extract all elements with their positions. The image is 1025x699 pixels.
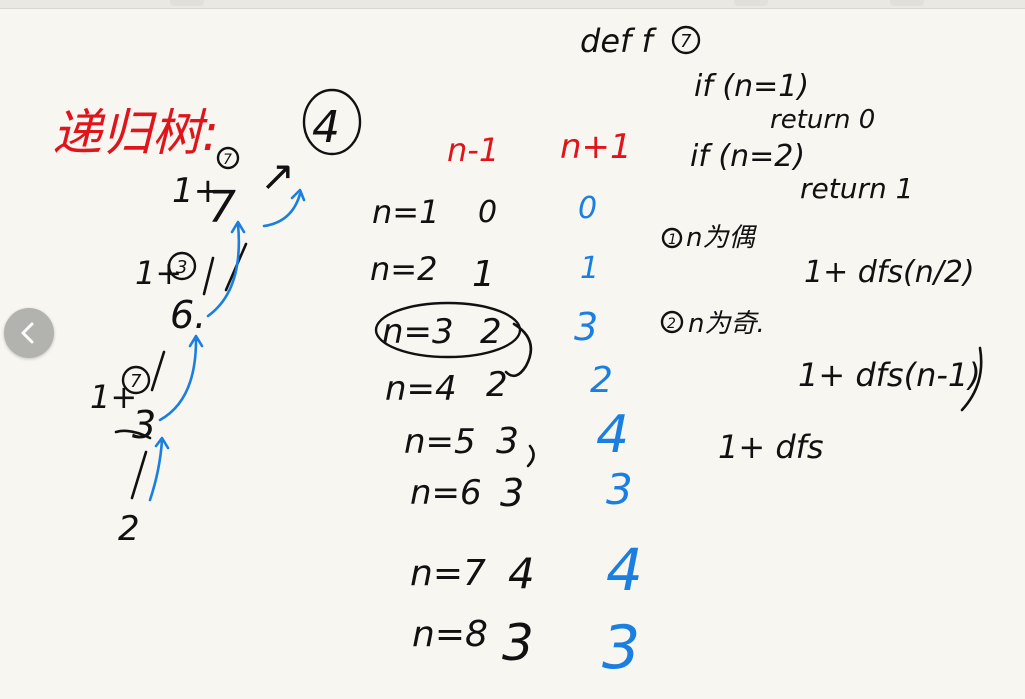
tree-underline [114, 429, 152, 440]
row-left-value: 0 [478, 195, 497, 230]
return-arrow [206, 220, 246, 318]
dfs-notes: def f 7 if (n=1) return 0 if (n=2) retur… [580, 22, 983, 466]
row-highlight-circle [374, 301, 522, 359]
node-value: 7 [208, 182, 236, 233]
row-left-value: 1 [472, 254, 495, 295]
code-line: if (n=2) [690, 139, 805, 174]
table-header-left: n-1 [447, 131, 499, 169]
row-right-value: 3 [606, 465, 633, 514]
recursion-tree: 递归树: 4 ↗ 1+ 7 7 1+ 3 6. 1+ 7 3 2 [52, 88, 362, 549]
code-line: return 1 [800, 172, 913, 205]
row-right-value: 1 [580, 251, 599, 286]
tree-title: 递归树: [52, 104, 219, 162]
def-circled-value: 7 [680, 31, 692, 52]
root-arrow: ↗ [260, 151, 295, 200]
code-line: 1+ dfs [718, 428, 824, 466]
node-circled-badge [167, 251, 197, 281]
table-header-right: n+1 [560, 127, 632, 167]
node-circled-value: 7 [130, 371, 142, 392]
row-left-value: 3 [500, 471, 524, 515]
row-n-label: n=4 [385, 369, 457, 409]
row-right-value: 0 [578, 191, 597, 226]
paren-stroke [960, 346, 983, 412]
toolbar-handle [890, 0, 924, 6]
node-value: 6. [170, 293, 206, 337]
def-line: def f [580, 22, 657, 60]
tree-edge [150, 350, 166, 392]
node-value: 2 [118, 509, 140, 549]
row-right-value: 4 [606, 536, 643, 604]
root-value: 4 [312, 102, 340, 153]
row-n-label: n=7 [410, 553, 486, 594]
row-n-label: n=3 [382, 312, 454, 352]
row-n-label: n=1 [372, 193, 439, 231]
row-link-stroke [504, 322, 533, 378]
row-link-stroke [526, 444, 535, 468]
row-left-value: 2 [486, 365, 508, 405]
bullet-number: 2 [667, 316, 676, 332]
row-right-value: 3 [602, 613, 640, 683]
bullet-number: 1 [668, 232, 677, 248]
node-op: 1+ [172, 171, 222, 211]
row-left-value: 4 [508, 549, 535, 598]
row-left-value: 3 [496, 421, 519, 462]
code-line: if (n=1) [694, 69, 809, 104]
row-n-label: n=6 [410, 473, 482, 513]
bullet-circle [660, 310, 684, 334]
return-arrow [148, 436, 170, 502]
row-left-value: 2 [480, 312, 502, 352]
code-line: return 0 [770, 105, 875, 135]
code-line: n为偶 [686, 223, 757, 253]
chevron-left-icon [21, 322, 34, 344]
node-circled-badge [121, 365, 151, 395]
return-arrow [158, 334, 204, 422]
row-right-value: 2 [590, 360, 613, 401]
root-circle [302, 88, 362, 156]
code-line: 1+ dfs(n-1) [798, 356, 981, 394]
row-n-label: n=2 [370, 250, 437, 288]
row-right-value: 4 [596, 405, 629, 465]
row-n-label: n=8 [412, 614, 488, 655]
node-op: 1+ [135, 254, 182, 292]
tree-edge [130, 450, 148, 500]
row-n-label: n=5 [404, 422, 476, 462]
row-left-value: 3 [502, 614, 534, 672]
code-line: 1+ dfs(n/2) [804, 255, 975, 290]
back-button[interactable] [4, 308, 54, 358]
toolbar-handle [170, 0, 204, 6]
bullet-circle [661, 227, 683, 249]
code-line: n为奇. [688, 309, 765, 339]
node-circled-badge [216, 146, 240, 170]
def-circled-badge [671, 25, 701, 55]
value-table: n-1 n+1 n=1 0 0 n=2 1 1 n=3 2 3 n=4 2 2 … [370, 127, 643, 683]
node-circled-value: 7 [223, 152, 232, 168]
toolbar-handle [734, 0, 768, 6]
row-right-value: 3 [574, 305, 598, 349]
node-op: 1+ [90, 378, 137, 416]
top-toolbar-strip [0, 0, 1025, 9]
tree-edge [202, 256, 215, 296]
node-value: 3 [132, 403, 156, 447]
return-arrow [262, 188, 306, 228]
node-circled-value: 3 [176, 257, 187, 278]
